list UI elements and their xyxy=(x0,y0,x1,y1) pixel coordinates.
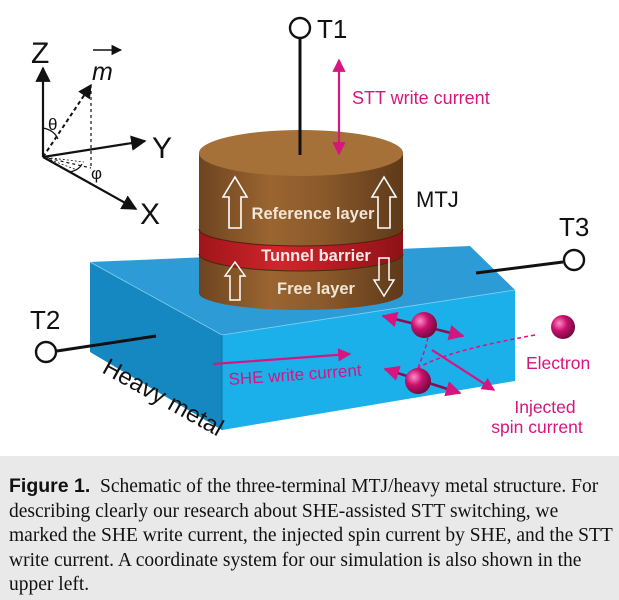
stt-write-current: STT write current xyxy=(332,58,490,156)
terminal-t1-label: T1 xyxy=(317,14,347,44)
stt-write-current-label: STT write current xyxy=(352,88,490,108)
terminal-t3-node xyxy=(562,248,586,272)
free-magnetization-down-icon xyxy=(372,257,396,298)
electron-free-ball-icon xyxy=(551,315,575,339)
theta-arc xyxy=(42,127,59,140)
injected-spin-current-label-line2: spin current xyxy=(491,417,583,437)
terminal-t2-node xyxy=(34,340,58,364)
electron-free xyxy=(551,315,575,339)
terminal-t1: T1 xyxy=(288,14,347,155)
reference-magnetization-left-icon xyxy=(221,175,249,229)
free-magnetization-up-icon xyxy=(223,260,247,301)
y-axis-label: Y xyxy=(152,132,172,165)
phi-arc xyxy=(69,163,83,173)
electron-upper-ball-icon xyxy=(411,312,437,338)
caption-text: Schematic of the three-terminal MTJ/heav… xyxy=(9,476,613,595)
y-axis xyxy=(42,135,147,159)
terminal-t1-node xyxy=(288,16,312,40)
electron-lower-ball-icon xyxy=(405,368,431,394)
injected-spin-current-arrow xyxy=(431,349,496,391)
mtj-label: MTJ xyxy=(416,187,459,212)
x-axis-label: X xyxy=(140,198,160,231)
injected-spin-current-label-line1: Injected xyxy=(514,397,575,417)
m-vector-label: m xyxy=(92,58,113,86)
theta-label: θ xyxy=(48,115,57,134)
terminal-t3: T3 xyxy=(475,212,589,275)
mtj-pillar: Reference layer Tunnel barrier Free laye… xyxy=(198,130,404,310)
electron-lower xyxy=(383,365,462,397)
reference-layer-label: Reference layer xyxy=(252,205,375,223)
m-projection-xy xyxy=(42,156,92,169)
tunnel-barrier-label: Tunnel barrier xyxy=(261,247,371,265)
caption-box xyxy=(0,456,619,600)
electron-upper xyxy=(381,311,465,341)
terminal-t2-label: T2 xyxy=(30,305,60,335)
phi-label: φ xyxy=(91,164,102,183)
terminal-t3-label: T3 xyxy=(559,212,589,242)
reference-magnetization-right-icon xyxy=(370,175,398,229)
m-vector xyxy=(42,83,92,158)
schematic-figure: Z Y X m θ φ Reference layer Tunnel barri… xyxy=(30,14,590,442)
figure-label: Figure 1. xyxy=(9,475,91,497)
electron-label: Electron xyxy=(526,353,590,373)
figure-caption: Figure 1. Schematic of the three-termina… xyxy=(9,474,613,598)
x-axis xyxy=(42,156,138,210)
free-layer-label: Free layer xyxy=(277,280,356,298)
coordinate-system: Z Y X m θ φ xyxy=(31,37,172,231)
terminal-t2: T2 xyxy=(30,305,157,364)
reference-layer xyxy=(199,153,403,246)
slab-left-face xyxy=(90,262,222,430)
z-axis-label: Z xyxy=(31,37,49,70)
she-current-arrow xyxy=(212,348,352,366)
